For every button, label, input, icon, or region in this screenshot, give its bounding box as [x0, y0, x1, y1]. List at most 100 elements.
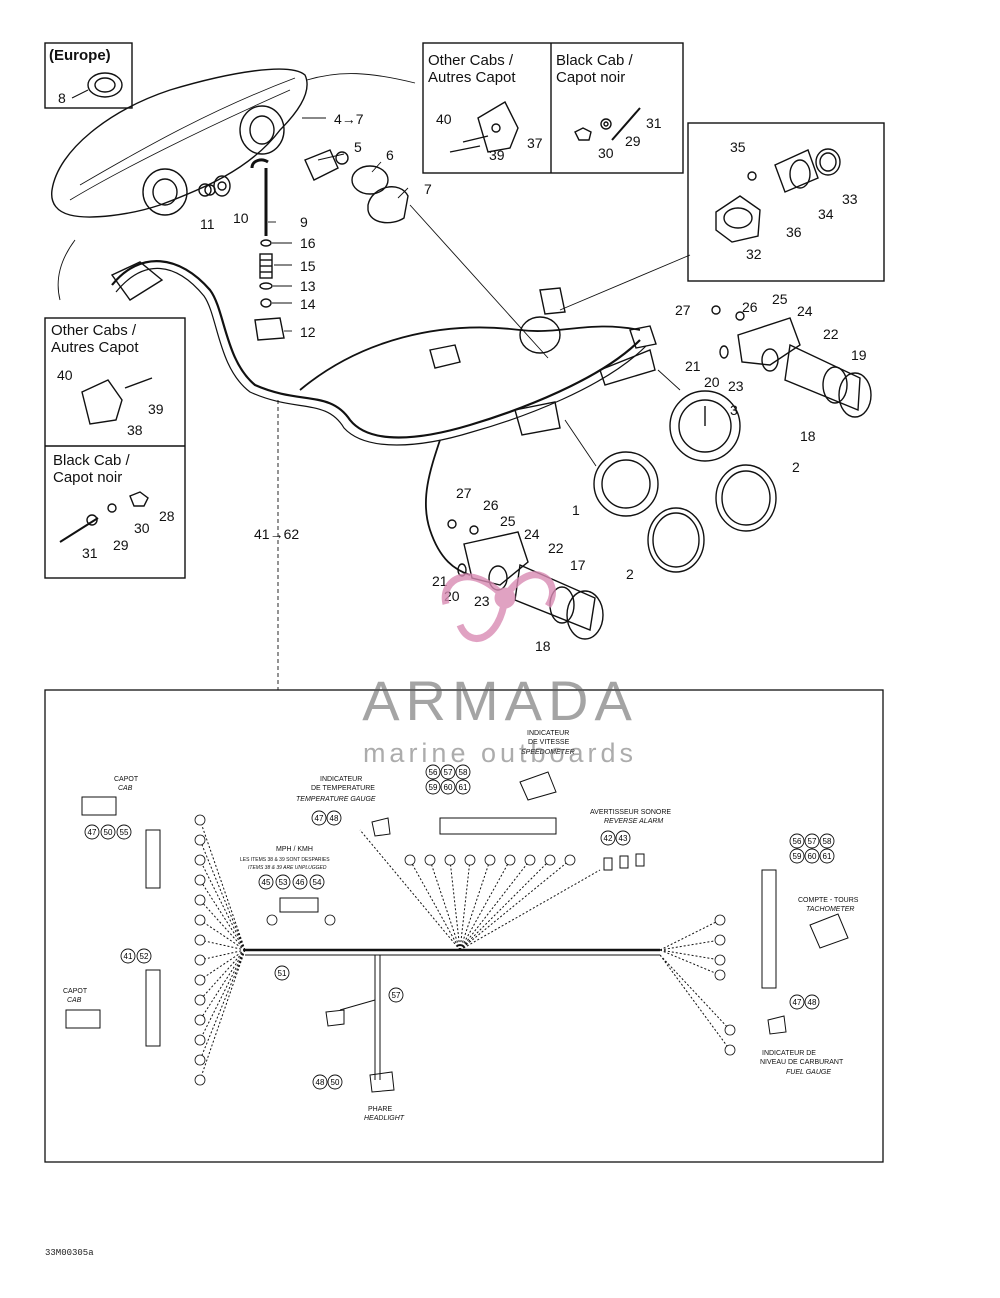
bubble-speed-58: 58: [455, 764, 471, 780]
bubble-fuel-47: 47: [789, 994, 805, 1010]
callout-34: 34: [818, 206, 834, 222]
callout-10: 10: [233, 210, 249, 226]
callout-14: 14: [300, 296, 316, 312]
svg-text:53: 53: [279, 878, 288, 887]
svg-text:60: 60: [808, 852, 817, 861]
svg-text:42: 42: [604, 834, 613, 843]
schematic-frame: [44, 689, 884, 1163]
svg-text:60: 60: [444, 783, 453, 792]
bubble-cab_top-50: 50: [100, 824, 116, 840]
svg-text:47: 47: [793, 998, 802, 1007]
callout-21b: 21: [432, 573, 448, 589]
svg-text:50: 50: [331, 1078, 340, 1087]
callout-23b: 23: [474, 593, 490, 609]
cab-bottom-en: CAB: [67, 997, 82, 1004]
svg-text:58: 58: [823, 837, 832, 846]
bubble-harness-main: 51: [274, 965, 290, 981]
bubble-temp-47: 47: [311, 810, 327, 826]
cab-bottom-fr: CAPOT: [63, 988, 88, 995]
callout-19: 19: [851, 347, 867, 363]
svg-text:47: 47: [315, 814, 324, 823]
bubble-tach-56: 56: [789, 833, 805, 849]
callout-22b: 22: [548, 540, 564, 556]
callout-23a: 23: [728, 378, 744, 394]
svg-text:48: 48: [330, 814, 339, 823]
callout-11: 11: [200, 216, 215, 232]
callout-1: 1: [572, 502, 580, 518]
callout-7: 7: [424, 181, 432, 197]
svg-text:59: 59: [429, 783, 438, 792]
callout-30-top: 30: [598, 145, 614, 161]
callout-6: 6: [386, 147, 394, 163]
callout-35: 35: [730, 139, 746, 155]
svg-text:45: 45: [262, 878, 271, 887]
callout-29-left: 29: [113, 537, 129, 553]
bubble-speed-60: 60: [440, 779, 456, 795]
sensor-inset-box: [687, 122, 885, 282]
callout-27a: 27: [675, 302, 691, 318]
bubble-mph-53: 53: [275, 874, 291, 890]
svg-text:43: 43: [619, 834, 628, 843]
bubble-temp-48: 48: [326, 810, 342, 826]
callout-25a: 25: [772, 291, 788, 307]
svg-text:47: 47: [88, 828, 97, 837]
mph-note1: LES ITEMS 38 & 39 SONT DESPARIES: [240, 857, 330, 863]
bubble-speed-57: 57: [440, 764, 456, 780]
callout-16: 16: [300, 235, 316, 251]
cab-top-fr: CAPOT: [114, 776, 139, 783]
bubble-mph-54: 54: [309, 874, 325, 890]
callout-12: 12: [300, 324, 316, 340]
gauge-cup-upper: [784, 343, 861, 412]
fuel-fr2: NIVEAU DE CARBURANT: [760, 1059, 844, 1066]
europe-inset-box: [44, 42, 133, 109]
speed-en: SPEEDOMETER: [521, 749, 575, 756]
speed-fr1: INDICATEUR: [527, 730, 569, 737]
wiring-harness: [111, 260, 641, 439]
bubble-alarm-42: 42: [600, 830, 616, 846]
callout-39-left: 39: [148, 401, 164, 417]
tach-en: TACHOMETER: [806, 906, 854, 913]
callout-37: 37: [527, 135, 543, 151]
svg-text:55: 55: [120, 828, 129, 837]
fuel-en: FUEL GAUGE: [786, 1069, 831, 1076]
temp-fr2: DE TEMPERATURE: [311, 785, 375, 792]
callout-17: 17: [570, 557, 586, 573]
callout-40-top: 40: [436, 111, 452, 127]
europe-title: (Europe): [49, 47, 111, 64]
socket-part: [351, 165, 389, 195]
bubble-mph-45: 45: [258, 874, 274, 890]
callout-9: 9: [300, 214, 308, 230]
callout-28: 28: [159, 508, 175, 524]
callout-24a: 24: [797, 303, 813, 319]
top-options-box: [422, 42, 684, 174]
left-options-box: [44, 317, 186, 579]
svg-text:57: 57: [808, 837, 817, 846]
callout-15: 15: [300, 258, 316, 274]
callout-4-7: 4→7: [334, 111, 364, 127]
svg-text:41: 41: [124, 952, 133, 961]
bracket-part: [477, 101, 519, 153]
callout-36: 36: [786, 224, 802, 240]
svg-text:54: 54: [313, 878, 322, 887]
mph-title: MPH / KMH: [276, 846, 313, 853]
bubble-speed-59: 59: [425, 779, 441, 795]
bubble-harness-drop: 57: [388, 987, 404, 1003]
bubble-alarm-43: 43: [615, 830, 631, 846]
left-black-cab-line1: Black Cab /: [53, 452, 131, 469]
callout-32: 32: [746, 246, 762, 262]
callout-26b: 26: [483, 497, 499, 513]
bubble-cab_top-47: 47: [84, 824, 100, 840]
bubble-speed-56: 56: [425, 764, 441, 780]
bubble-cab_bottom-52: 52: [136, 948, 152, 964]
left-other-cabs-line2: Autres Capot: [51, 339, 139, 356]
svg-text:50: 50: [104, 828, 113, 837]
headlight-housing: [51, 68, 308, 218]
mph-note2: ITEMS 38 & 39 ARE UNPLUGGED: [248, 865, 327, 871]
svg-text:56: 56: [429, 768, 438, 777]
watermark-title: ARMADA: [362, 669, 638, 732]
bubble-cab_top-55: 55: [116, 824, 132, 840]
callout-3: 3: [730, 402, 738, 418]
bubble-fuel-48: 48: [804, 994, 820, 1010]
callout-8: 8: [58, 90, 66, 106]
bubble-tach-57: 57: [804, 833, 820, 849]
